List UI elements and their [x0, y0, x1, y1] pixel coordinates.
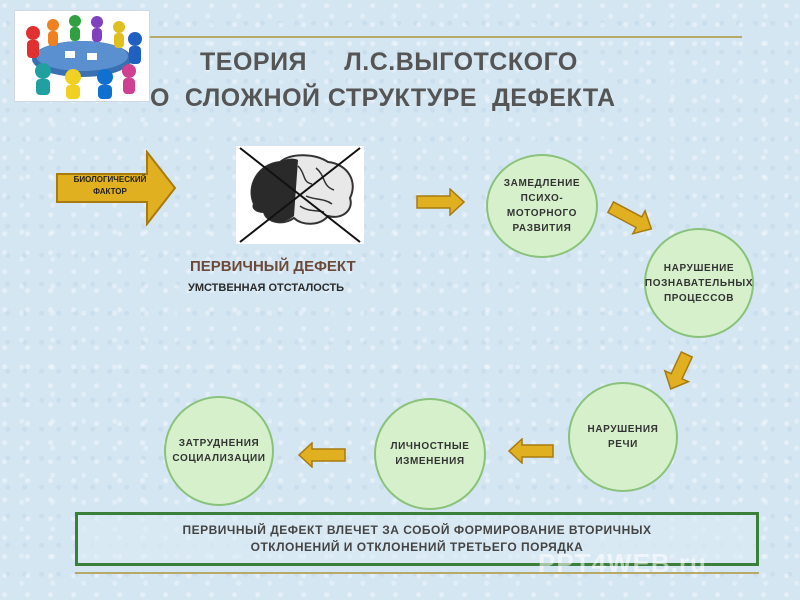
meeting-table-icon: [26, 15, 142, 99]
crossed-brain-icon: [239, 147, 361, 243]
circle-cognitive-impairment: НАРУШЕНИЕ ПОЗНАВАТЕЛЬНЫХ ПРОЦЕССОВ: [644, 228, 754, 338]
circle-speech-impairment-label: НАРУШЕНИЯ РЕЧИ: [587, 424, 659, 450]
logo-image: [14, 10, 150, 102]
arrow-down-left-icon: [663, 350, 694, 390]
circle-socialization-difficulties: ЗАТРУДНЕНИЯ СОЦИАЛИЗАЦИИ: [164, 396, 274, 506]
bottom-rule: [75, 572, 759, 574]
arrow-left-icon: [298, 442, 346, 468]
conclusion-line-2: ОТКЛОНЕНИЙ И ОТКЛОНЕНИЙ ТРЕТЬЕГО ПОРЯДКА: [250, 540, 584, 554]
conclusion-line-1: ПЕРВИЧНЫЙ ДЕФЕКТ ВЛЕЧЕТ ЗА СОБОЙ ФОРМИРО…: [182, 523, 652, 537]
conclusion-box: ПЕРВИЧНЫЙ ДЕФЕКТ ВЛЕЧЕТ ЗА СОБОЙ ФОРМИРО…: [75, 512, 759, 566]
circle-personality-changes-label: ЛИЧНОСТНЫЕ ИЗМЕНЕНИЯ: [390, 441, 470, 467]
circle-personality-changes: ЛИЧНОСТНЫЕ ИЗМЕНЕНИЯ: [374, 398, 486, 510]
primary-defect-subtitle: УМСТВЕННАЯ ОТСТАЛОСТЬ: [188, 282, 345, 294]
title-line-2: О СЛОЖНОЙ СТРУКТУРЕ ДЕФЕКТА: [150, 84, 616, 112]
arrow-down-right-icon: [606, 200, 653, 235]
circle-socialization-difficulties-label: ЗАТРУДНЕНИЯ СОЦИАЛИЗАЦИИ: [172, 438, 266, 464]
biological-factor-label: БИОЛОГИЧЕСКИЙ ФАКТОР: [73, 175, 147, 196]
circle-psychomotor-delay-label: ЗАМЕДЛЕНИЕ ПСИХО- МОТОРНОГО РАЗВИТИЯ: [503, 178, 581, 234]
brain-image: [236, 146, 364, 244]
biological-factor-arrow: [56, 150, 177, 226]
title-rule: [150, 36, 742, 38]
primary-defect-title: ПЕРВИЧНЫЙ ДЕФЕКТ: [190, 258, 356, 275]
arrow-right-icon: [416, 188, 466, 216]
circle-psychomotor-delay: ЗАМЕДЛЕНИЕ ПСИХО- МОТОРНОГО РАЗВИТИЯ: [486, 154, 598, 258]
arrow-left-icon: [508, 438, 554, 464]
watermark: PPT4WEB.ru: [538, 548, 707, 578]
circle-cognitive-impairment-label: НАРУШЕНИЕ ПОЗНАВАТЕЛЬНЫХ ПРОЦЕССОВ: [644, 262, 754, 304]
circle-speech-impairment: НАРУШЕНИЯ РЕЧИ: [568, 382, 678, 492]
title-line-1: ТЕОРИЯ Л.С.ВЫГОТСКОГО: [200, 48, 578, 76]
